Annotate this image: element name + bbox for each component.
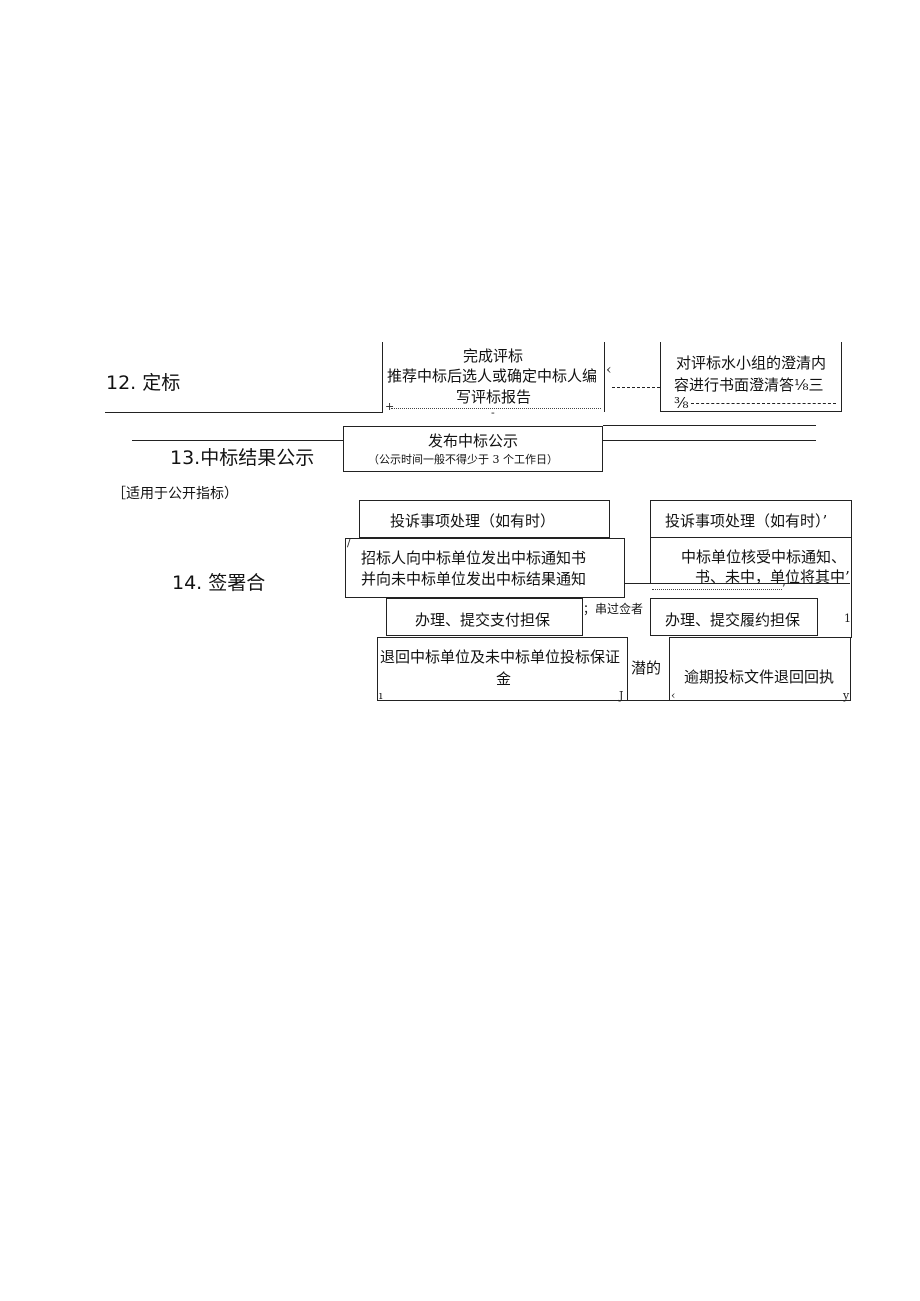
- step-13-line-right-bottom: [603, 440, 816, 441]
- performance-guarantee-text: 办理、提交履约担保: [665, 611, 801, 629]
- plus-mark: +: [385, 400, 395, 413]
- step-13-line-right-top: [603, 425, 816, 426]
- slash-mark: /: [347, 536, 351, 549]
- notification-left-box: 招标人向中标单位发出中标通知书 并向未中标单位发出中标结果通知: [345, 538, 625, 598]
- clarify-connector: [612, 387, 660, 388]
- complaint-left-box: 投诉事项处理（如有时）: [359, 500, 610, 538]
- complaint-left-text: 投诉事项处理（如有时）: [390, 512, 556, 530]
- one-mark: 1: [844, 612, 851, 625]
- complete-evaluation-dotted-bottom: [391, 408, 601, 409]
- step-12-baseline: [105, 412, 383, 413]
- notification-right-dotted: [652, 589, 782, 590]
- dash-mark: -: [491, 406, 495, 419]
- notification-left-line1: 招标人向中标单位发出中标通知书: [361, 549, 587, 567]
- left-tick-mark: ı: [379, 689, 383, 702]
- return-receipt-box: 逾期投标文件退回回执 ‹ y: [669, 637, 851, 702]
- complaint-right-text: 投诉事项处理（如有时）’: [665, 512, 828, 530]
- performance-guarantee-box: 办理、提交履约担保: [650, 598, 818, 636]
- middle-small-note: ；串过佥者: [583, 602, 644, 616]
- return-receipt-text: 逾期投标文件退回回执: [684, 668, 835, 686]
- payment-guarantee-box: 办理、提交支付担保: [386, 598, 583, 636]
- notification-right-line2: 书、未中，单位将其中’: [695, 568, 850, 586]
- middle-connector-text: 潜的: [631, 659, 662, 677]
- left-angle-mark: ‹: [671, 689, 676, 702]
- step-13-label: 13.中标结果公示: [170, 447, 315, 469]
- y-mark: y: [843, 689, 850, 702]
- clarification-line2: 容进行书面澄清答⅛三: [674, 376, 824, 394]
- step-13-line-left: [132, 440, 344, 441]
- complete-evaluation-box: 完成评标 推荐中标后选人或确定中标人编 写评标报告 + -: [382, 342, 605, 419]
- payment-guarantee-text: 办理、提交支付担保: [415, 611, 551, 629]
- refund-deposit-box: 退回中标单位及未中标单位投标保证 金 ı J: [377, 637, 628, 702]
- step-13-note: ［适用于公开指标）: [112, 486, 238, 502]
- step-12-label: 12. 定标: [106, 372, 181, 394]
- middle-connector-box: 潜的: [628, 637, 669, 701]
- clarification-box: 对评标水小组的澄清内 容进行书面澄清答⅛三 ⅜: [660, 342, 842, 412]
- notification-connector: [625, 583, 850, 584]
- clarification-line3: ⅜: [674, 394, 689, 412]
- publish-result-box: 发布中标公示 （公示时间一般不得少于 3 个工作日）: [343, 426, 603, 472]
- quote-mark: ’: [782, 582, 786, 595]
- j-mark: J: [619, 689, 624, 702]
- complaint-right-box: 投诉事项处理（如有时）’: [650, 500, 852, 538]
- clarification-line1: 对评标水小组的澄清内: [676, 354, 827, 372]
- complete-evaluation-line2: 推荐中标后选人或确定中标人编: [387, 367, 598, 385]
- refund-deposit-line1: 退回中标单位及未中标单位投标保证: [380, 648, 621, 666]
- notification-right-box: 中标单位核受中标通知、 书、未中，单位将其中’: [650, 538, 852, 586]
- right-edge-line: [851, 584, 852, 638]
- notification-left-line2: 并向未中标单位发出中标结果通知: [361, 570, 587, 588]
- step-14-label: 14. 签署合: [172, 572, 266, 594]
- complete-evaluation-line3: 写评标报告: [456, 388, 532, 406]
- publish-result-line2: （公示时间一般不得少于 3 个工作日）: [368, 453, 558, 466]
- publish-result-line1: 发布中标公示: [428, 432, 519, 450]
- complete-evaluation-line1: 完成评标: [463, 347, 524, 365]
- refund-deposit-line2: 金: [496, 670, 512, 688]
- arrow-mark-left: ‹: [606, 362, 612, 378]
- clarification-dashed-underline: [691, 403, 836, 404]
- notification-right-line1: 中标单位核受中标通知、: [681, 548, 847, 566]
